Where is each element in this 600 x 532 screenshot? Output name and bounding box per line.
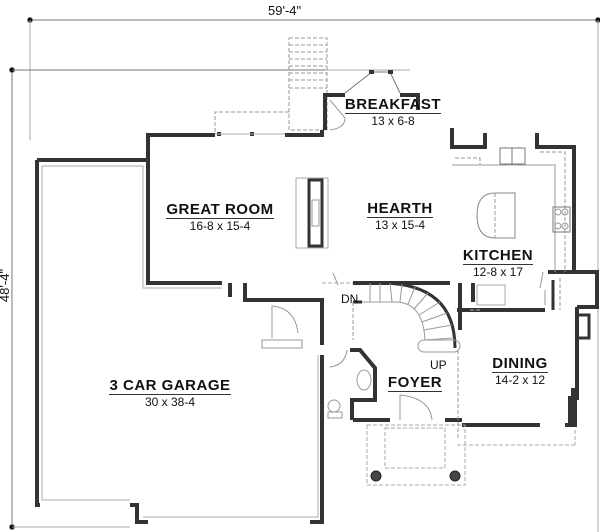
room-great-room: GREAT ROOM 16-8 x 15-4 <box>160 202 280 232</box>
rear-stairs <box>214 37 328 132</box>
room-garage: 3 CAR GARAGE 30 x 38-4 <box>100 378 240 408</box>
room-dims: 12-8 x 17 <box>472 265 524 279</box>
room-dining: DINING 14-2 x 12 <box>480 356 560 386</box>
overall-width-label: 59'-4" <box>268 3 302 18</box>
room-foyer: FOYER <box>385 375 445 392</box>
kitchen-counters <box>452 147 571 310</box>
stair-down-label: DN <box>341 292 359 306</box>
interior-lines <box>41 165 319 518</box>
room-dims: 13 x 15-4 <box>374 218 426 232</box>
overall-depth-label: 48'-4" <box>0 268 13 303</box>
room-name: FOYER <box>387 374 443 392</box>
room-name: GREAT ROOM <box>166 201 274 219</box>
room-name: DINING <box>492 355 548 373</box>
room-dims: 14-2 x 12 <box>494 373 546 387</box>
breakfast-bay <box>329 71 401 131</box>
exterior-walls <box>35 93 599 524</box>
room-breakfast: BREAKFAST 13 x 6-8 <box>338 97 448 127</box>
fireplace <box>295 177 329 249</box>
room-dims: 16-8 x 15-4 <box>189 219 251 233</box>
room-name: 3 CAR GARAGE <box>109 377 231 395</box>
stair-up-label: UP <box>430 358 447 372</box>
room-dims: 13 x 6-8 <box>371 114 415 128</box>
closet-doors <box>261 271 546 421</box>
porch-columns <box>370 470 461 482</box>
room-dims: 30 x 38-4 <box>144 395 196 409</box>
room-name: KITCHEN <box>462 247 534 265</box>
room-name: HEARTH <box>367 200 433 218</box>
front-porch <box>366 424 576 486</box>
room-name: BREAKFAST <box>344 96 442 114</box>
room-hearth: HEARTH 13 x 15-4 <box>360 201 440 231</box>
room-kitchen: KITCHEN 12-8 x 17 <box>458 248 538 278</box>
